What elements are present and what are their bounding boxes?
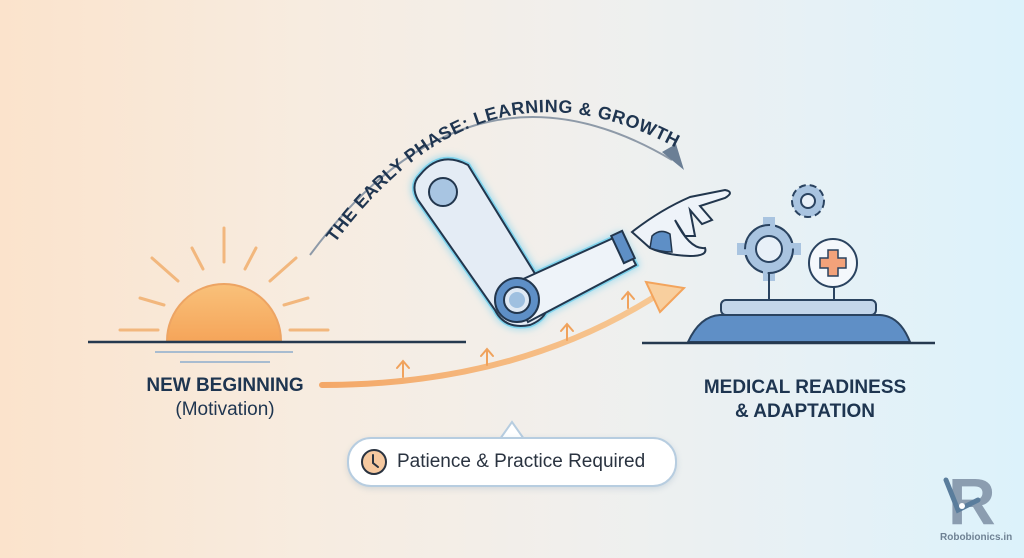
growth-arrow	[319, 280, 687, 388]
sunrise-icon	[88, 226, 466, 363]
progress-arc-arrow	[309, 116, 684, 256]
callout-text: Patience & Practice Required	[397, 451, 646, 472]
start-title: NEW BEGINNING	[146, 375, 304, 396]
start-subtitle: (Motivation)	[175, 399, 275, 420]
clock-icon	[361, 449, 387, 475]
end-title-line1: MEDICAL READINESS	[703, 377, 907, 398]
brand-logo: R	[943, 464, 996, 538]
end-title-line2: & ADAPTATION	[734, 401, 876, 422]
brand-text: Robobionics.in	[940, 532, 1013, 543]
end-label: MEDICAL READINESS & ADAPTATION	[690, 376, 920, 424]
patience-callout: Patience & Practice Required	[347, 437, 677, 487]
gears-medical-platform-icon	[642, 184, 935, 345]
start-label: NEW BEGINNING (Motivation)	[110, 374, 340, 422]
robotic-prosthetic-arm-icon	[412, 156, 731, 329]
